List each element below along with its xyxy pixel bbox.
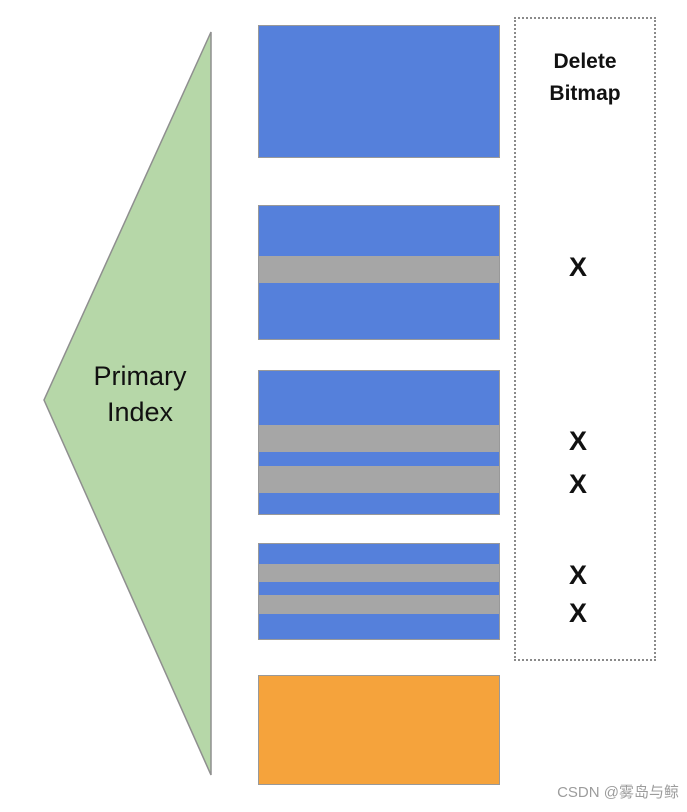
row-band xyxy=(259,613,499,640)
delete-mark: X xyxy=(568,252,587,282)
segment-block-1 xyxy=(258,25,500,158)
row-band xyxy=(259,282,499,339)
row-band xyxy=(259,451,499,466)
primary-index-label: Primary Index xyxy=(93,361,187,428)
delete-mark: X xyxy=(568,426,587,456)
row-band xyxy=(259,206,499,257)
row-band xyxy=(259,493,499,514)
delete-mark: X xyxy=(568,598,587,628)
deleted-row-stripe xyxy=(259,594,499,614)
csdn-watermark: CSDN @雾岛与鲸 xyxy=(557,784,679,801)
primary-index-triangle xyxy=(43,31,212,776)
deleted-row-stripe xyxy=(259,465,499,494)
row-band xyxy=(259,582,499,595)
row-band xyxy=(259,371,499,426)
deleted-row-stripe xyxy=(259,425,499,452)
segment-block-2 xyxy=(258,205,500,340)
triangle-shape xyxy=(43,31,212,776)
segment-block-3 xyxy=(258,370,500,515)
delete-mark: X xyxy=(568,560,587,590)
segment-block-4 xyxy=(258,543,500,640)
delete-bitmap-title: Delete Bitmap xyxy=(549,50,621,105)
deleted-row-stripe xyxy=(259,256,499,283)
row-band xyxy=(259,544,499,564)
delete-mark: X xyxy=(568,469,587,499)
deleted-row-stripe xyxy=(259,563,499,583)
new-segment-block xyxy=(258,675,500,785)
delete-bitmap-box xyxy=(514,17,656,661)
